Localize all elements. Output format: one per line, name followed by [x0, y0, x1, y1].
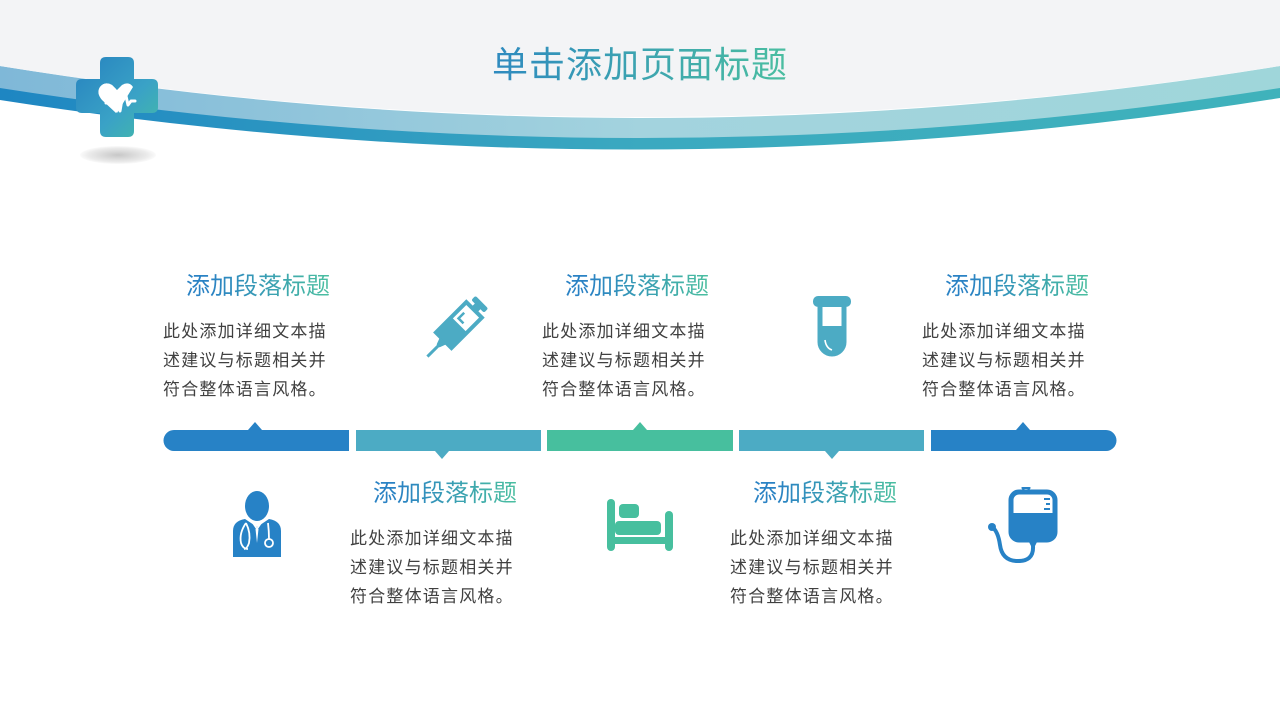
test-tube-icon	[813, 296, 851, 357]
timeline-segment-4	[739, 430, 924, 459]
block-title: 添加段落标题	[365, 477, 525, 509]
medical-cross-heartbeat-icon	[76, 57, 158, 137]
block-description: 此处添加详细文本描 述建议与标题相关并 符合整体语言风格。	[922, 322, 1086, 400]
timeline-block-5: 添加段落标题 此处添加详细文本描 述建议与标题相关并 符合整体语言风格。	[922, 270, 1112, 405]
doctor-icon	[233, 491, 281, 557]
block-title: 添加段落标题	[745, 477, 905, 509]
timeline-segment-5	[931, 422, 1117, 451]
block-title: 添加段落标题	[937, 270, 1097, 302]
block-description: 此处添加详细文本描 述建议与标题相关并 符合整体语言风格。	[730, 529, 894, 607]
timeline-block-3: 添加段落标题 此处添加详细文本描 述建议与标题相关并 符合整体语言风格。	[542, 270, 732, 405]
block-description: 此处添加详细文本描 述建议与标题相关并 符合整体语言风格。	[542, 322, 706, 400]
timeline-segment-1	[163, 422, 349, 451]
timeline-block-4: 添加段落标题 此处添加详细文本描 述建议与标题相关并 符合整体语言风格。	[730, 477, 920, 612]
block-description: 此处添加详细文本描 述建议与标题相关并 符合整体语言风格。	[163, 322, 327, 400]
page-title: 单击添加页面标题	[0, 42, 1280, 90]
block-title: 添加段落标题	[557, 270, 717, 302]
hospital-bed-icon	[607, 499, 673, 551]
timeline-block-2: 添加段落标题 此处添加详细文本描 述建议与标题相关并 符合整体语言风格。	[350, 477, 540, 612]
timeline-block-1: 添加段落标题 此处添加详细文本描 述建议与标题相关并 符合整体语言风格。	[163, 270, 353, 405]
header-background	[0, 0, 1280, 160]
syringe-icon	[426, 296, 488, 358]
logo-shadow	[80, 146, 156, 164]
block-title: 添加段落标题	[178, 270, 338, 302]
iv-bag-icon	[988, 487, 1058, 563]
timeline-segment-2	[356, 430, 541, 459]
block-description: 此处添加详细文本描 述建议与标题相关并 符合整体语言风格。	[350, 529, 514, 607]
timeline-segment-3	[547, 422, 733, 451]
